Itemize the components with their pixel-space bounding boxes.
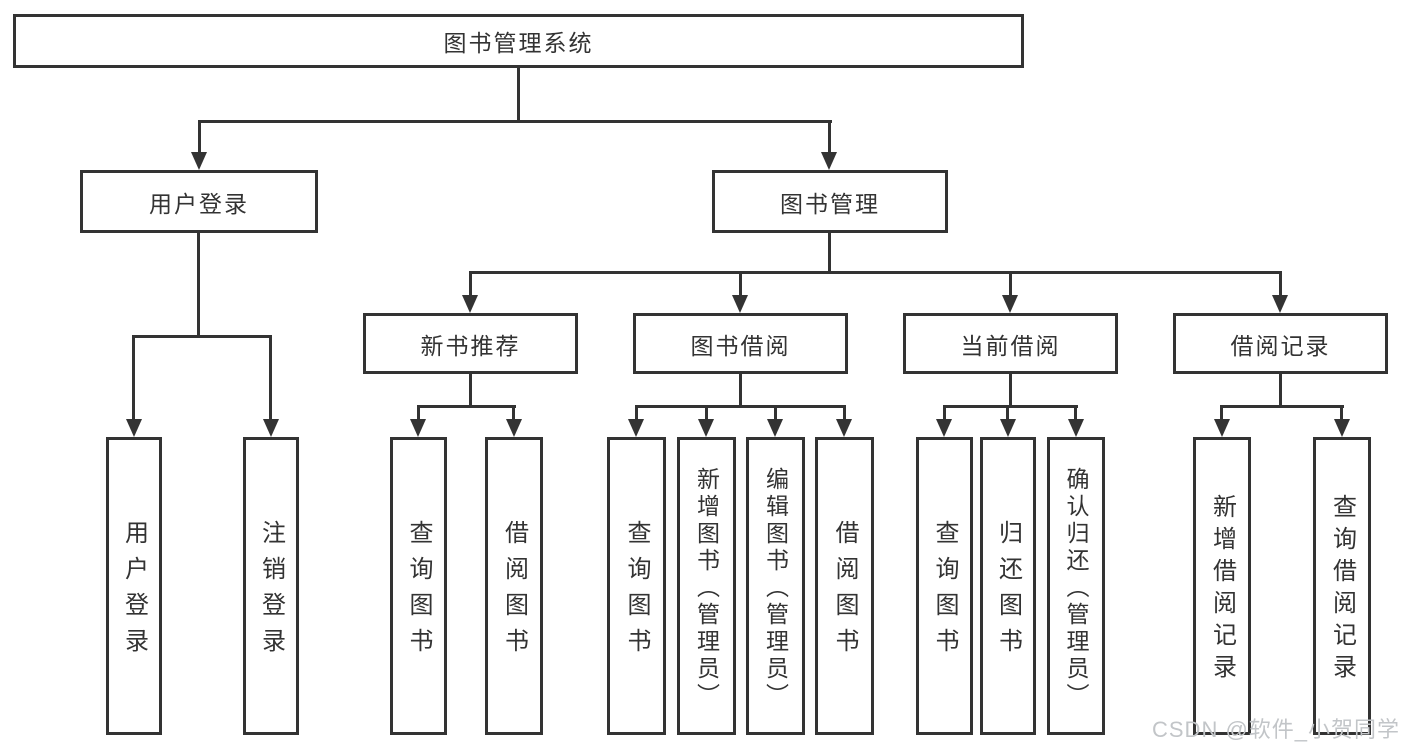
node-new-book-recommend-label: 新书推荐 [420, 332, 521, 359]
connector-line [828, 233, 831, 273]
arrow-down-icon [1000, 419, 1016, 437]
connector-line [943, 405, 1078, 408]
node-query-books-2: 查询图书 [607, 437, 666, 735]
arrow-down-icon [1214, 419, 1230, 437]
connector-line [198, 120, 832, 123]
node-query-books-2-label: 查询图书 [623, 520, 650, 664]
node-return-books-label: 归还图书 [994, 520, 1022, 664]
arrow-down-icon [628, 419, 644, 437]
node-query-books-1: 查询图书 [390, 437, 447, 735]
node-root-label: 图书管理系统 [443, 30, 594, 56]
arrow-down-icon [836, 419, 852, 437]
node-login-leaf-label: 用户登录 [120, 520, 148, 664]
node-current-borrowing: 当前借阅 [903, 313, 1118, 374]
connector-line [635, 405, 638, 421]
node-query-borrow-record-label: 查询借阅记录 [1328, 494, 1356, 686]
connector-line [635, 405, 846, 408]
connector-line [828, 120, 831, 154]
connector-line [1009, 271, 1012, 297]
connector-line [774, 405, 777, 421]
connector-line [197, 233, 200, 335]
connector-line [843, 405, 846, 421]
node-return-books: 归还图书 [980, 437, 1036, 735]
connector-line [739, 271, 742, 297]
arrow-down-icon [698, 419, 714, 437]
node-borrow-books-1-label: 借阅图书 [500, 520, 528, 664]
connector-line [417, 405, 420, 421]
node-borrow-books-1: 借阅图书 [485, 437, 543, 735]
connector-line [1220, 405, 1223, 421]
connector-line [1279, 374, 1282, 407]
node-book-management-label: 图书管理 [780, 190, 880, 217]
connector-line [132, 335, 135, 419]
arrow-down-icon [821, 152, 837, 170]
arrow-down-icon [1272, 295, 1288, 313]
connector-line [1074, 405, 1077, 421]
arrow-down-icon [732, 295, 748, 313]
arrow-down-icon [191, 152, 207, 170]
node-add-borrow-record: 新增借阅记录 [1193, 437, 1251, 735]
arrow-down-icon [506, 419, 522, 437]
arrow-down-icon [462, 295, 478, 313]
node-confirm-return-admin: 确认归还（管理员） [1047, 437, 1105, 735]
arrow-down-icon [767, 419, 783, 437]
node-logout-leaf: 注销登录 [243, 437, 299, 735]
csdn-watermark: CSDN @软件_小贺同学 [1152, 717, 1401, 742]
connector-line [1009, 374, 1012, 407]
node-query-books-3: 查询图书 [916, 437, 973, 735]
node-book-borrowing: 图书借阅 [633, 313, 848, 374]
arrow-down-icon [1002, 295, 1018, 313]
arrow-down-icon [936, 419, 952, 437]
connector-line [1279, 271, 1282, 297]
connector-line [943, 405, 946, 421]
node-user-login: 用户登录 [80, 170, 318, 233]
arrow-down-icon [263, 419, 279, 437]
connector-line [469, 271, 1282, 274]
connector-line [1340, 405, 1343, 421]
connector-line [517, 68, 520, 122]
node-borrowing-records-label: 借阅记录 [1230, 332, 1331, 359]
arrow-down-icon [1068, 419, 1084, 437]
node-add-borrow-record-label: 新增借阅记录 [1208, 494, 1236, 686]
connector-line [469, 271, 472, 297]
node-login-leaf: 用户登录 [106, 437, 162, 735]
node-current-borrowing-label: 当前借阅 [960, 332, 1061, 359]
node-borrowing-records: 借阅记录 [1173, 313, 1388, 374]
node-logout-leaf-label: 注销登录 [257, 520, 285, 664]
node-borrow-books-2-label: 借阅图书 [831, 520, 858, 664]
node-edit-books-admin: 编辑图书（管理员） [746, 437, 805, 735]
arrow-down-icon [1334, 419, 1350, 437]
node-add-books-admin: 新增图书（管理员） [677, 437, 736, 735]
node-book-borrowing-label: 图书借阅 [690, 332, 791, 359]
connector-line [198, 120, 201, 154]
node-add-books-admin-label: 新增图书（管理员） [693, 466, 720, 710]
connector-line [269, 335, 272, 419]
connector-line [1006, 405, 1009, 421]
arrow-down-icon [126, 419, 142, 437]
connector-line [1220, 405, 1344, 408]
node-query-books-1-label: 查询图书 [405, 520, 432, 664]
node-borrow-books-2: 借阅图书 [815, 437, 874, 735]
node-query-borrow-record: 查询借阅记录 [1313, 437, 1371, 735]
connector-line [469, 374, 472, 407]
node-query-books-3-label: 查询图书 [931, 520, 958, 664]
node-edit-books-admin-label: 编辑图书（管理员） [762, 466, 789, 710]
connector-line [132, 335, 272, 338]
node-user-login-label: 用户登录 [149, 190, 249, 217]
connector-line [417, 405, 516, 408]
arrow-down-icon [410, 419, 426, 437]
connector-line [512, 405, 515, 421]
connector-line [739, 374, 742, 407]
node-confirm-return-admin-label: 确认归还（管理员） [1063, 466, 1089, 710]
node-book-management: 图书管理 [712, 170, 948, 233]
node-root: 图书管理系统 [13, 14, 1024, 68]
connector-line [705, 405, 708, 421]
node-new-book-recommend: 新书推荐 [363, 313, 578, 374]
